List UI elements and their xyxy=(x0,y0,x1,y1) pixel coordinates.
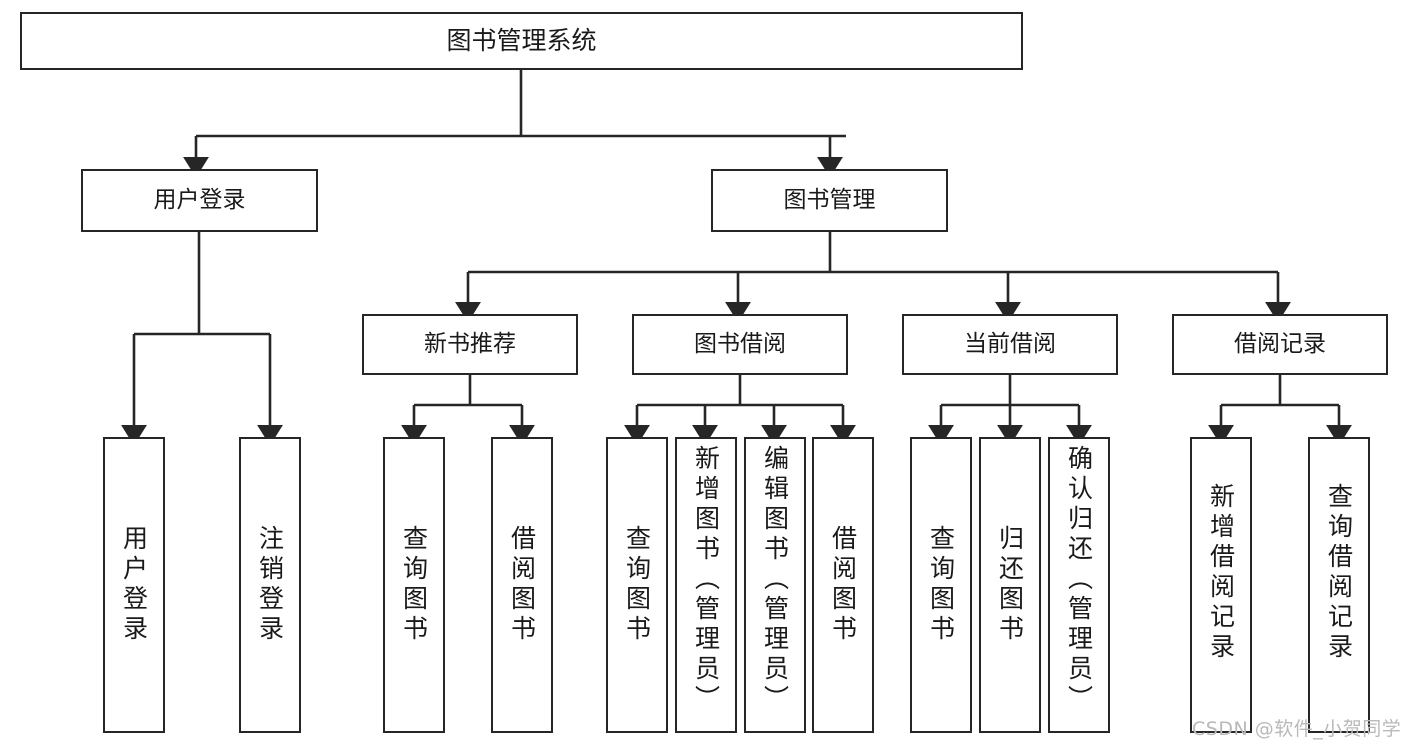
node-label: 编辑图书（管理员） xyxy=(760,445,790,715)
leaf-return-book[interactable]: 归还图书 xyxy=(979,437,1041,733)
leaf-borrow-book-recommend[interactable]: 借阅图书 xyxy=(491,437,553,733)
node-label: 注销登录 xyxy=(255,525,285,645)
node-current-borrow[interactable]: 当前借阅 xyxy=(902,314,1118,375)
node-label: 用户登录 xyxy=(153,186,246,213)
node-label: 查询图书 xyxy=(926,525,956,645)
node-label: 查询图书 xyxy=(399,525,429,645)
leaf-add-book-admin[interactable]: 新增图书（管理员） xyxy=(675,437,737,733)
node-label: 借阅图书 xyxy=(507,525,537,645)
node-label: 借阅图书 xyxy=(828,525,858,645)
node-label: 确认归还（管理员） xyxy=(1064,445,1094,715)
node-label: 当前借阅 xyxy=(964,330,1056,357)
node-label: 新书推荐 xyxy=(424,330,516,357)
leaf-user-login[interactable]: 用户登录 xyxy=(103,437,165,733)
node-label: 图书管理 xyxy=(783,186,876,213)
node-root-system[interactable]: 图书管理系统 xyxy=(20,12,1023,70)
leaf-confirm-return-admin[interactable]: 确认归还（管理员） xyxy=(1048,437,1110,733)
leaf-query-borrow-record[interactable]: 查询借阅记录 xyxy=(1308,437,1370,733)
node-label: 查询借阅记录 xyxy=(1324,483,1354,663)
leaf-add-borrow-record[interactable]: 新增借阅记录 xyxy=(1190,437,1252,733)
leaf-edit-book-admin[interactable]: 编辑图书（管理员） xyxy=(744,437,806,733)
node-label: 借阅记录 xyxy=(1234,330,1326,357)
node-book-borrow[interactable]: 图书借阅 xyxy=(632,314,848,375)
node-label: 图书管理系统 xyxy=(446,26,597,56)
node-label: 图书借阅 xyxy=(694,330,786,357)
leaf-borrow-book-borrow[interactable]: 借阅图书 xyxy=(812,437,874,733)
csdn-watermark: CSDN @软件_小贺同学 xyxy=(1192,718,1402,740)
leaf-query-book-current[interactable]: 查询图书 xyxy=(910,437,972,733)
node-label: 新增图书（管理员） xyxy=(691,445,721,715)
node-label: 用户登录 xyxy=(119,525,149,645)
node-book-manage[interactable]: 图书管理 xyxy=(711,169,948,232)
node-borrow-record[interactable]: 借阅记录 xyxy=(1172,314,1388,375)
node-label: 归还图书 xyxy=(995,525,1025,645)
leaf-query-book-borrow[interactable]: 查询图书 xyxy=(606,437,668,733)
node-new-book-recommend[interactable]: 新书推荐 xyxy=(362,314,578,375)
leaf-logout-login[interactable]: 注销登录 xyxy=(239,437,301,733)
node-label: 新增借阅记录 xyxy=(1206,483,1236,663)
node-user-login[interactable]: 用户登录 xyxy=(81,169,318,232)
node-label: 查询图书 xyxy=(622,525,652,645)
leaf-query-book-recommend[interactable]: 查询图书 xyxy=(383,437,445,733)
